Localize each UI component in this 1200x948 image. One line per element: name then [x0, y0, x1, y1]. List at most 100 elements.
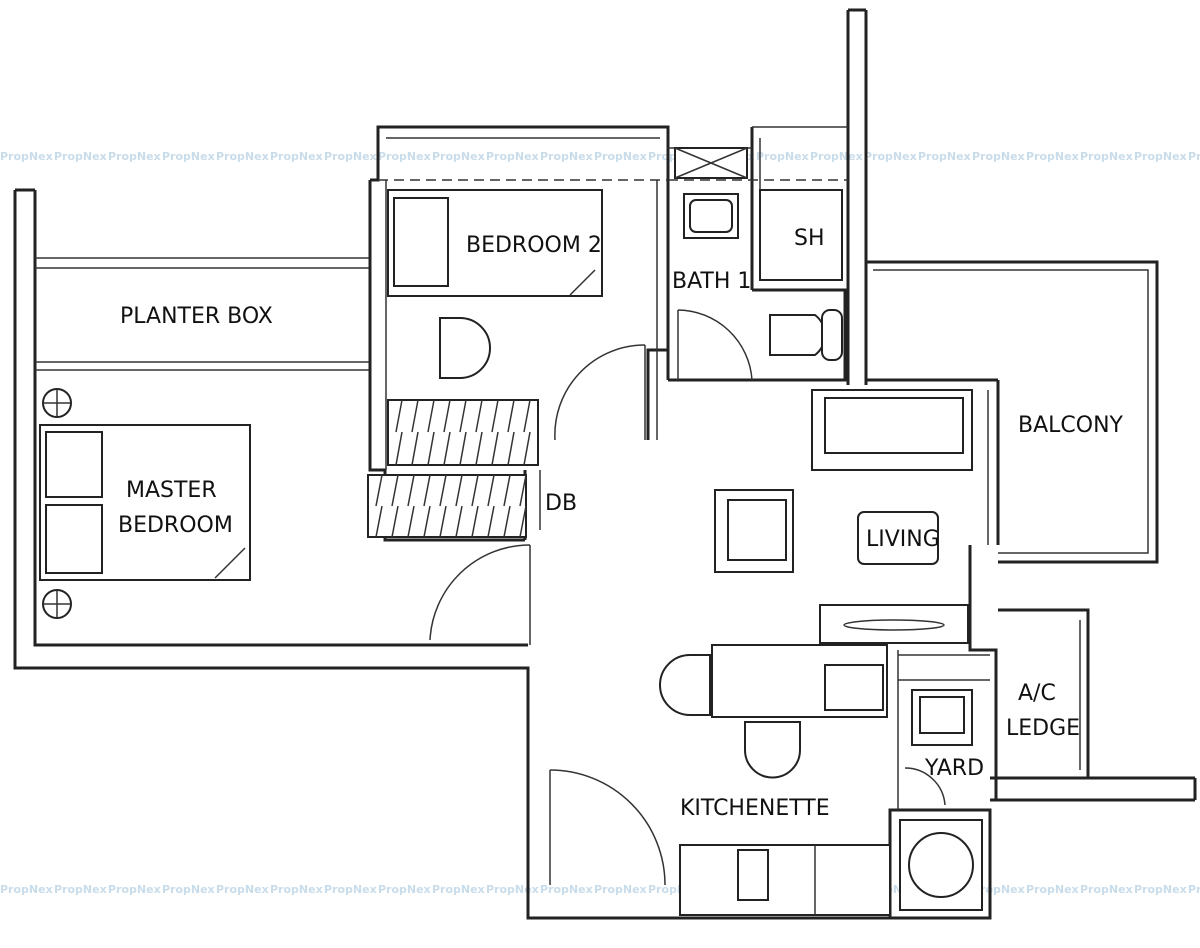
watermark-text: PropNex [162, 150, 215, 163]
wardrobe-hatch-line [427, 431, 435, 466]
watermark-text: PropNex [1188, 150, 1200, 163]
kitchen-counter [679, 844, 891, 916]
wardrobe-hatch-line [423, 505, 431, 538]
wardrobe-hatch-line [395, 399, 403, 433]
watermark-text: PropNex [1080, 883, 1133, 896]
wardrobe-hatch-line [487, 505, 495, 538]
watermark-text: PropNex [486, 883, 539, 896]
label-bath-1: BATH 1 [672, 269, 751, 294]
watermark-text: PropNex [0, 883, 53, 896]
wardrobe-hatch-line [459, 431, 467, 466]
watermark-text: PropNex [108, 150, 161, 163]
watermark-text: PropNex [1080, 150, 1133, 163]
watermark-text: PropNex [594, 150, 647, 163]
label-yard: YARD [924, 756, 984, 781]
wardrobe-hatch-line [427, 399, 435, 433]
living-label-box [857, 511, 939, 565]
watermark-text: PropNex [378, 883, 431, 896]
watermark-text: PropNex [1026, 883, 1079, 896]
label-bedroom-2: BEDROOM 2 [466, 233, 602, 258]
watermark-text: PropNex [432, 883, 485, 896]
label-ac-line1: A/C [1018, 681, 1056, 706]
watermark-text: PropNex [270, 150, 323, 163]
wardrobe-hatch-line [407, 474, 415, 507]
wardrobe-hatch-line [523, 431, 531, 466]
watermark-text: PropNex [432, 150, 485, 163]
watermark-text: PropNex [0, 150, 53, 163]
wardrobe-hatch-line [391, 474, 399, 507]
wardrobe-hatch-line [443, 399, 451, 433]
doors [429, 309, 946, 886]
shower [759, 189, 843, 281]
dining-chair-bottom [744, 721, 801, 779]
watermark-text: PropNex [1134, 883, 1187, 896]
wardrobe-hatch-line [423, 474, 431, 507]
watermark-text: PropNex [54, 150, 107, 163]
wardrobe-hatch-line [507, 431, 515, 466]
wardrobe [387, 399, 539, 466]
watermark-text: PropNex [810, 150, 863, 163]
dining-chair-left [659, 654, 711, 716]
watermark-text: PropNex [918, 150, 971, 163]
wardrobe-hatch-line [503, 474, 511, 507]
watermark-text: PropNex [324, 883, 377, 896]
watermark-text: PropNex [162, 883, 215, 896]
watermark-text: PropNex [216, 883, 269, 896]
wardrobe-hatch-line [471, 505, 479, 538]
wardrobe-hatch-line [395, 431, 403, 466]
label-ac-line2: LEDGE [1006, 716, 1080, 741]
watermark-text: PropNex [1134, 150, 1187, 163]
wardrobe-hatch-line [523, 399, 531, 433]
wardrobe-hatch-line [411, 431, 419, 466]
watermark-text: PropNex [864, 150, 917, 163]
wardrobe-hatch-line [519, 474, 527, 507]
watermark-text: PropNex [54, 883, 107, 896]
watermark-text: PropNex [1026, 150, 1079, 163]
watermark-text: PropNex [216, 150, 269, 163]
wardrobe-hatch-line [455, 474, 463, 507]
wardrobe-hatch-line [475, 399, 483, 433]
label-planter-box: PLANTER BOX [120, 304, 273, 329]
label-living: LIVING [866, 527, 940, 552]
watermark-text: PropNex [324, 150, 377, 163]
wardrobe-hatch-line [375, 474, 383, 507]
wardrobe-hatch-line [407, 505, 415, 538]
wardrobe-hatch-line [519, 505, 527, 538]
toilet [769, 314, 826, 356]
wardrobe-hatch-line [487, 474, 495, 507]
wardrobe-hatch-line [439, 474, 447, 507]
watermark-text: PropNex [108, 883, 161, 896]
label-shower: SH [794, 226, 825, 251]
watermark-text: PropNex [540, 883, 593, 896]
watermark-text: PropNex [972, 150, 1025, 163]
wardrobe-hatch-line [443, 431, 451, 466]
wardrobe-hatch-line [455, 505, 463, 538]
wardrobe-hatch-line [459, 399, 467, 433]
label-wardrobe: DB [545, 491, 577, 516]
wardrobe-hatch-line [471, 474, 479, 507]
room-labels: BEDROOM 2 BATH 1 SH PLANTER BOX MASTER B… [118, 226, 1124, 821]
wardrobe-hatch-line [411, 399, 419, 433]
label-balcony: BALCONY [1018, 413, 1124, 438]
watermark-text: PropNex [972, 883, 1025, 896]
watermark-text: PropNex [486, 150, 539, 163]
wardrobe-hatch-line [503, 505, 511, 538]
watermark-text: PropNex [378, 150, 431, 163]
watermark-text: PropNex [756, 150, 809, 163]
tv-console [819, 604, 969, 644]
label-master-line2: BEDROOM [118, 513, 233, 538]
wardrobe-hatch-line [475, 431, 483, 466]
wardrobe-hatch-line [439, 505, 447, 538]
wardrobe-hatch-line [391, 505, 399, 538]
label-kitchenette: KITCHENETTE [680, 796, 830, 821]
chair-bedroom-2 [439, 317, 491, 379]
wardrobe-hatch-line [491, 399, 499, 433]
watermark-text: PropNex [594, 883, 647, 896]
watermark-text: PropNex [540, 150, 593, 163]
furniture [39, 147, 983, 916]
watermark-text: PropNex [1188, 883, 1200, 896]
wardrobe-hatch-line [507, 399, 515, 433]
